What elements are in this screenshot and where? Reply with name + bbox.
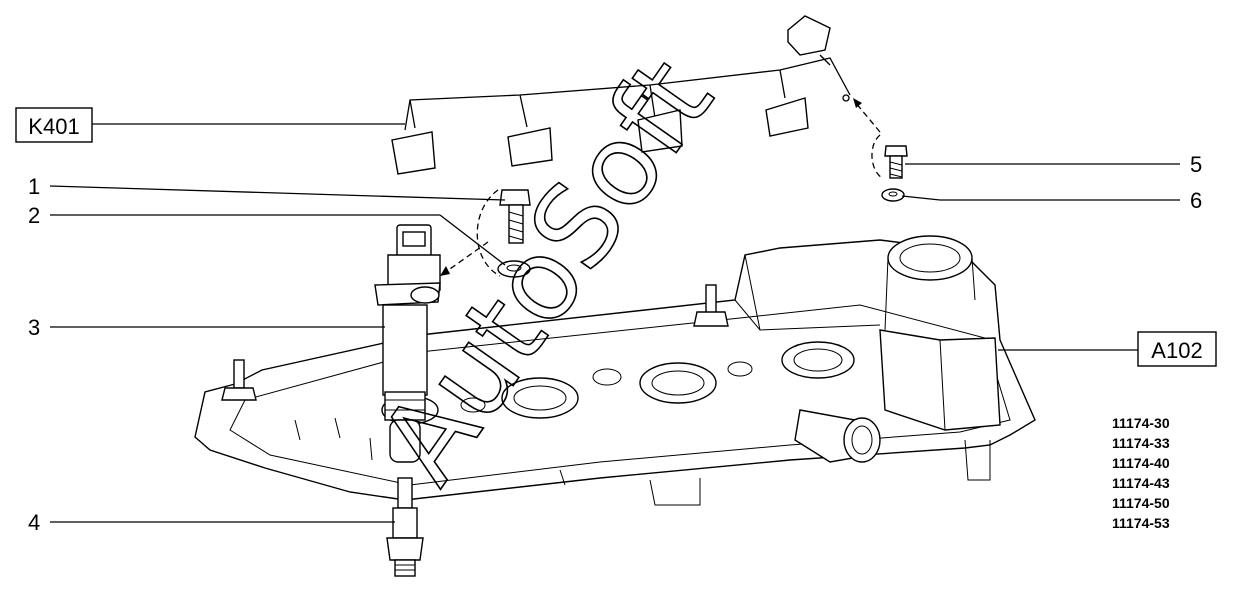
a102-label-box xyxy=(1137,331,1217,367)
bolt5-dash-arc xyxy=(871,134,883,179)
model-code: 11174-30 xyxy=(1112,415,1170,431)
model-code: 11174-40 xyxy=(1112,455,1170,471)
model-code: 11174-50 xyxy=(1112,495,1170,511)
label-3: 3 xyxy=(28,315,40,340)
harness-washer-drawing xyxy=(881,188,905,202)
label-1: 1 xyxy=(28,174,40,199)
label-6: 6 xyxy=(1190,188,1202,213)
model-code: 11174-33 xyxy=(1112,435,1170,451)
label-5: 5 xyxy=(1190,152,1202,177)
model-code-list: 11174-30 11174-33 11174-40 11174-43 1117… xyxy=(1112,415,1170,531)
label-a102: A102 xyxy=(1151,338,1202,363)
bolt5-direction-arrow xyxy=(854,101,881,133)
arrowhead xyxy=(440,266,450,276)
leader-2b xyxy=(439,214,506,266)
label-k401: K401 xyxy=(28,114,79,139)
model-code: 11174-43 xyxy=(1112,475,1170,491)
coil-washer-drawing xyxy=(497,260,531,278)
label-4: 4 xyxy=(28,510,40,535)
label-2: 2 xyxy=(28,203,40,228)
arrowhead xyxy=(853,98,862,108)
model-code: 11174-53 xyxy=(1112,515,1170,531)
spark-plug-drawing xyxy=(386,477,424,577)
coil-bolt-drawing xyxy=(499,189,531,244)
bolt-dash-arc xyxy=(476,189,501,277)
k401-label-box xyxy=(15,107,93,143)
leader-6a xyxy=(901,195,941,201)
wiring-harness-drawing xyxy=(391,15,851,175)
ignition-coil-drawing xyxy=(374,224,441,463)
leader-1 xyxy=(49,185,506,201)
harness-bolt-drawing xyxy=(884,145,908,179)
